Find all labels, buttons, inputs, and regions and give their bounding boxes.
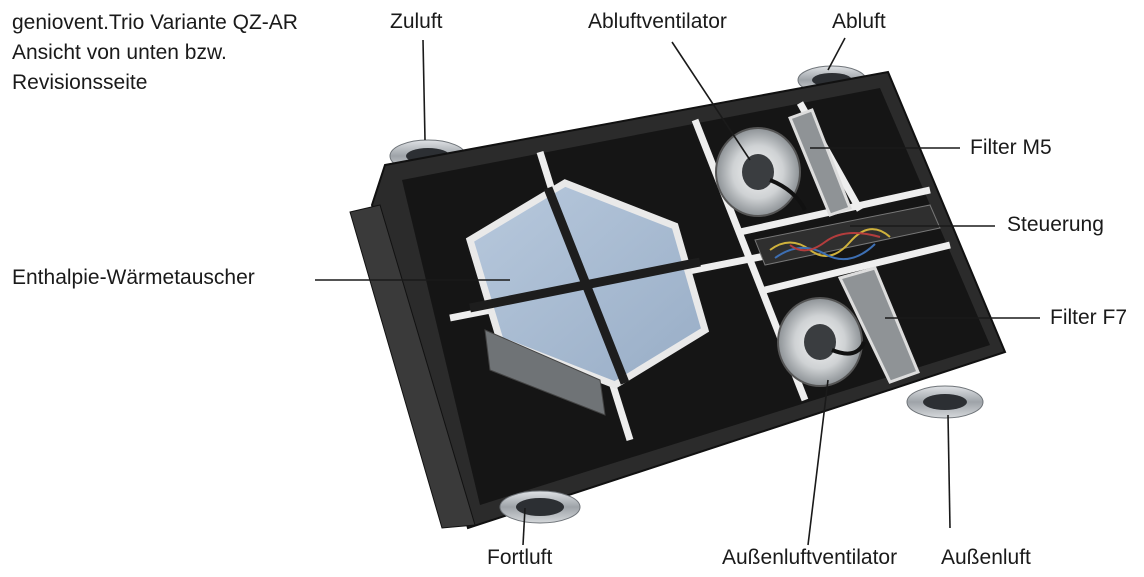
leader-zuluft bbox=[422, 39, 426, 141]
mounting-flange bbox=[349, 204, 476, 529]
label-fortluft: Fortluft bbox=[487, 546, 553, 569]
leader-aussenluft bbox=[947, 414, 951, 529]
filter-f7-cassette bbox=[837, 266, 920, 384]
label-abluftventilator: Abluftventilator bbox=[588, 10, 727, 33]
leader-aussenluftventilator bbox=[807, 379, 829, 546]
title-line-view: Ansicht von unten bzw. bbox=[12, 41, 227, 64]
title-line-model: geniovent.Trio Variante QZ-AR bbox=[12, 11, 298, 34]
title-line-side: Revisionsseite bbox=[12, 71, 148, 94]
label-steuerung: Steuerung bbox=[1007, 213, 1104, 236]
duct-aussenluft bbox=[906, 385, 984, 419]
fan-aussenluft bbox=[777, 297, 866, 387]
diagram-title: geniovent.Trio Variante QZ-AR Ansicht vo… bbox=[12, 8, 298, 98]
label-aussenluftventilator: Außenluftventilator bbox=[722, 546, 898, 569]
fan-abluft bbox=[715, 127, 807, 217]
filter-m5-cassette bbox=[788, 108, 852, 217]
label-abluft: Abluft bbox=[832, 10, 886, 33]
leader-fortluft bbox=[522, 507, 526, 546]
leader-lines bbox=[315, 37, 1040, 546]
label-aussenluft: Außenluft bbox=[941, 546, 1031, 569]
label-filter-m5: Filter M5 bbox=[970, 136, 1052, 159]
label-filter-f7: Filter F7 bbox=[1050, 306, 1128, 329]
label-zuluft: Zuluft bbox=[390, 10, 443, 33]
duct-fortluft bbox=[499, 490, 581, 524]
control-board bbox=[754, 204, 941, 266]
enthalpy-exchanger bbox=[465, 179, 710, 416]
leader-abluft bbox=[827, 37, 846, 71]
leader-abluftventilator bbox=[671, 41, 751, 161]
label-enthalpie: Enthalpie-Wärmetauscher bbox=[12, 266, 255, 289]
